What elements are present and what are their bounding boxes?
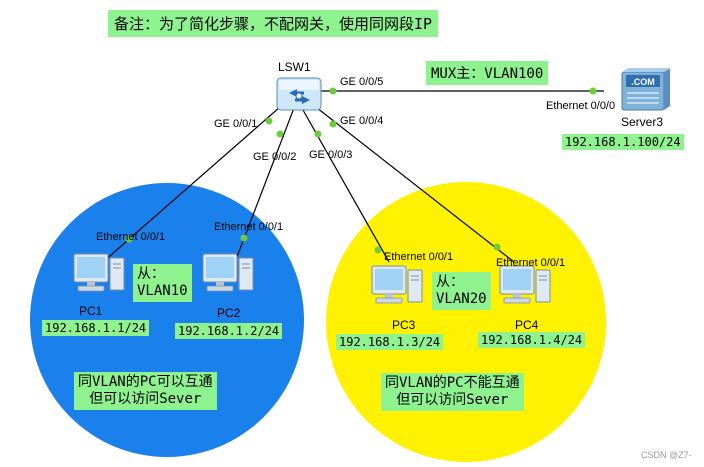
port-dot xyxy=(125,235,133,243)
server-name: Server3 xyxy=(621,115,664,129)
right-description: 同VLAN的PC不能互通 但可以访问Sever xyxy=(381,373,524,411)
left-vlan-line2: VLAN10 xyxy=(137,283,188,299)
pc-icon[interactable] xyxy=(202,253,254,292)
port-dot xyxy=(493,243,501,251)
port-label-ge2: GE 0/0/2 xyxy=(253,151,297,163)
pc-icon[interactable] xyxy=(499,265,551,304)
left-description: 同VLAN的PC可以互通 但可以访问Sever xyxy=(74,372,217,410)
pc-icon[interactable] xyxy=(371,265,423,304)
link-switch-pc1 xyxy=(102,99,289,263)
port-label-ge5: GE 0/0/5 xyxy=(340,76,384,88)
port-label-ge4: GE 0/0/4 xyxy=(340,115,384,127)
left-description-line1: 同VLAN的PC可以互通 xyxy=(78,374,213,390)
right-vlan-label: 从： VLAN20 xyxy=(432,272,491,310)
port-dot xyxy=(329,87,337,95)
switch-icon[interactable] xyxy=(276,77,322,111)
port-label-ge1: GE 0/0/1 xyxy=(214,118,258,130)
port-dot xyxy=(329,120,337,128)
server-eth-label: Ethernet 0/0/0 xyxy=(546,100,616,112)
pc3-ip: 192.168.1.3/24 xyxy=(336,334,444,350)
port-dot xyxy=(276,130,284,138)
pc3-name: PC3 xyxy=(392,318,416,332)
pc3-eth-label: Ethernet 0/0/1 xyxy=(384,251,454,263)
port-dot xyxy=(240,234,248,242)
right-vlan-line2: VLAN20 xyxy=(436,291,487,307)
port-dot xyxy=(374,246,382,254)
pc2-eth-label: Ethernet 0/0/1 xyxy=(214,221,284,233)
server-badge: .COM xyxy=(631,77,655,87)
port-dot xyxy=(314,130,322,138)
port-dot xyxy=(265,117,273,125)
pc4-eth-label: Ethernet 0/0/1 xyxy=(496,257,566,269)
pc-icon[interactable] xyxy=(73,253,125,292)
left-description-line2: 但可以访问Sever xyxy=(89,391,202,407)
server-ip: 192.168.1.100/24 xyxy=(562,134,684,150)
right-description-line1: 同VLAN的PC不能互通 xyxy=(385,375,520,391)
pc1-eth-label: Ethernet 0/0/1 xyxy=(96,231,166,243)
watermark: CSDN @Z7- xyxy=(641,450,692,460)
top-note: 备注：为了简化步骤，不配网关，使用同网段IP xyxy=(108,10,439,37)
left-vlan-label: 从： VLAN10 xyxy=(133,264,192,302)
pc4-ip: 192.168.1.4/24 xyxy=(478,332,586,348)
pc1-name: PC1 xyxy=(79,304,103,318)
right-description-line2: 但可以访问Sever xyxy=(396,392,509,408)
pc4-name: PC4 xyxy=(515,318,539,332)
pc1-ip: 192.168.1.1/24 xyxy=(42,320,150,336)
switch-label: LSW1 xyxy=(278,60,311,74)
pc2-ip: 192.168.1.2/24 xyxy=(175,323,283,339)
port-dot xyxy=(589,87,597,95)
port-label-ge3: GE 0/0/3 xyxy=(309,149,353,161)
left-vlan-line1: 从： xyxy=(137,266,165,282)
pc2-name: PC2 xyxy=(217,306,241,320)
right-vlan-line1: 从： xyxy=(436,274,464,290)
link-switch-pc4 xyxy=(311,103,515,263)
mux-note: MUX主：VLAN100 xyxy=(426,61,549,85)
server-icon[interactable] xyxy=(621,68,670,111)
